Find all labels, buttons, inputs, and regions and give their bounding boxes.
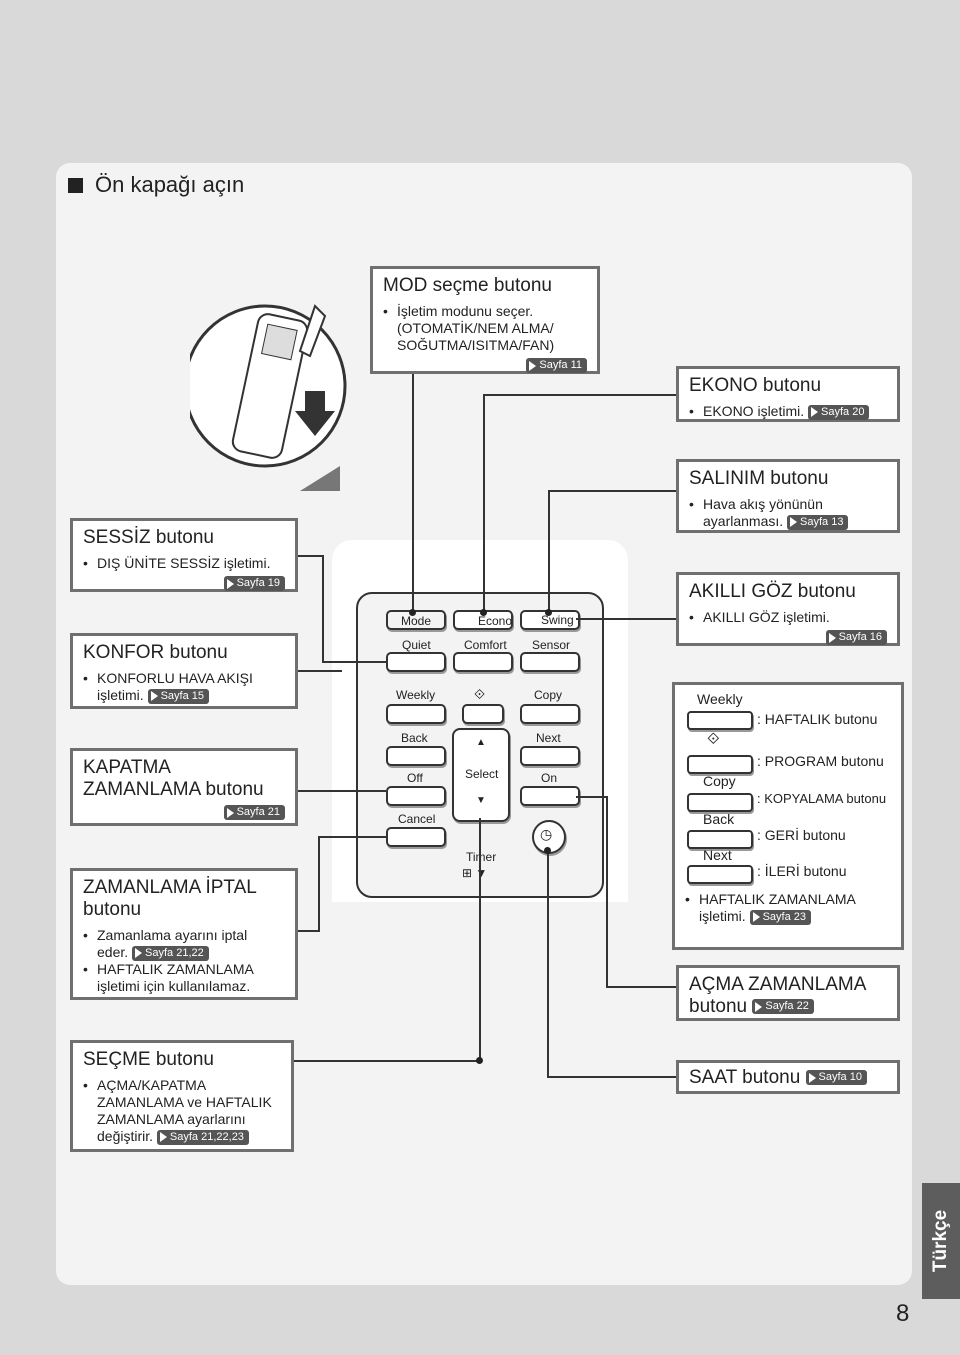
connector-line [576,796,606,798]
cancel-button[interactable] [386,827,446,847]
copy-button[interactable] [520,704,580,724]
mode-button[interactable] [386,610,446,630]
section-heading: Ön kapağı açın [68,172,244,198]
page-ref[interactable]: Sayfa 22 [752,999,814,1015]
next-button[interactable] [520,746,580,766]
page-ref[interactable]: Sayfa 23 [749,909,811,925]
konfor-button-box: KONFOR butonu KONFORLU HAVA AKIŞIişletim… [70,633,298,709]
weekly-button[interactable] [386,704,446,724]
acma-button-box: AÇMA ZAMANLAMA butonu Sayfa 22 [676,965,900,1021]
on-button[interactable] [520,786,580,806]
select-button[interactable] [452,728,510,822]
program-button[interactable] [462,704,504,724]
page-ref[interactable]: Sayfa 21 [223,805,285,821]
clock-icon: ◷ [540,826,553,842]
connector-line [479,818,481,1062]
connector-line [606,986,676,988]
connector-dot [544,847,551,854]
weekly-button-illus [687,711,753,730]
page-ref[interactable]: Sayfa 15 [147,688,209,704]
connector-line [318,836,320,932]
connector-line [298,790,386,792]
back-button[interactable] [386,746,446,766]
ekono-button-box: EKONO butonu EKONO işletimi. Sayfa 20 [676,366,900,422]
saat-button-box: SAAT butonu Sayfa 10 [676,1060,900,1094]
zamanlama-iptal-box: ZAMANLAMA İPTAL butonu Zamanlama ayarını… [70,868,298,1000]
connector-line [298,930,318,932]
page-ref[interactable]: Sayfa 19 [223,576,285,592]
square-bullet-icon [68,177,83,193]
comfort-button[interactable] [453,652,513,672]
connector-dot [409,609,416,616]
page-ref[interactable]: Sayfa 16 [825,630,887,646]
arrow-down-icon: ▼ [476,795,486,806]
down-arrow-icon: ⊞ ▼ [462,866,488,880]
akilli-goz-button-box: AKILLI GÖZ butonu AKILLI GÖZ işletimi. S… [676,572,900,646]
connector-line [318,836,386,838]
program-icon: ⟐ [707,731,720,748]
connector-line [412,374,414,612]
copy-button-illus [687,793,753,812]
sensor-button[interactable] [520,652,580,672]
connector-line [606,796,608,988]
connector-dot [476,1057,483,1064]
connector-line [298,670,342,672]
connector-line [322,661,386,663]
connector-line [576,618,676,620]
page-number: 8 [896,1300,910,1327]
connector-line [322,555,324,661]
connector-dot [480,609,487,616]
sessiz-button-box: SESSİZ butonu DIŞ ÜNİTE SESSİZ işletimi.… [70,518,298,592]
connector-line [483,394,676,396]
off-button[interactable] [386,786,446,806]
page-ref[interactable]: Sayfa 20 [808,404,870,420]
connector-line [548,490,550,612]
mod-button-box: MOD seçme butonu İşletim modunu seçer.(O… [370,266,600,374]
connector-line [294,1060,479,1062]
arrow-up-icon: ▲ [476,737,486,748]
kapatma-button-box: KAPATMA ZAMANLAMA butonu Sayfa 21 [70,748,298,826]
connector-line [483,394,485,612]
language-tab: Türkçe [922,1183,960,1299]
page-ref[interactable]: Sayfa 13 [787,514,849,530]
program-icon: ⟐ [474,686,486,702]
connector-line [548,490,676,492]
quiet-button[interactable] [386,652,446,672]
connector-line [298,555,322,557]
page-ref[interactable]: Sayfa 10 [805,1070,867,1086]
weekly-legend-box: Weekly : HAFTALIK butonu ⟐ : PROGRAM but… [672,682,904,950]
salinim-button-box: SALINIM butonu Hava akış yönününayarlanm… [676,459,900,533]
connector-line [547,1076,676,1078]
program-button-illus [687,755,753,774]
next-button-illus [687,865,753,884]
page-ref[interactable]: Sayfa 21,22,23 [156,1129,249,1145]
connector-line [547,850,549,1078]
page-ref[interactable]: Sayfa 21,22 [132,945,209,961]
open-cover-illustration [190,304,347,491]
connector-dot [545,609,552,616]
back-button-illus [687,830,753,849]
page-ref[interactable]: Sayfa 11 [526,358,587,374]
